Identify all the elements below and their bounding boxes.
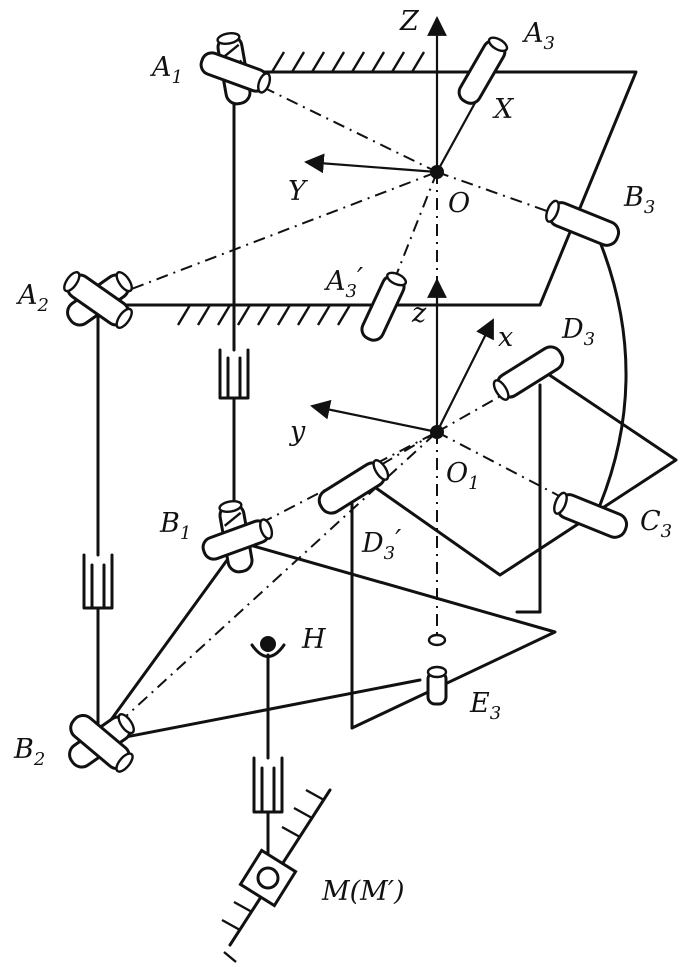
arc-B3-C3: [594, 230, 628, 507]
prismatic-A1-B1: [218, 348, 250, 400]
label-B3: B3: [623, 182, 655, 218]
label-O1: O1: [446, 458, 480, 494]
upper-frame: [106, 70, 638, 307]
label-M: M(M′): [321, 876, 405, 907]
joint-A1: [199, 32, 272, 106]
label-A2: A2: [15, 280, 49, 316]
joint-H: [250, 636, 286, 658]
label-y: y: [289, 416, 306, 447]
label-A1: A1: [149, 52, 183, 88]
joint-B2: [68, 712, 135, 773]
label-A3: A3: [521, 18, 555, 54]
origin-O1: [430, 425, 444, 439]
label-Y: Y: [288, 176, 308, 207]
joint-A2: [63, 270, 133, 330]
label-z: z: [411, 298, 427, 329]
label-x: x: [498, 322, 513, 353]
y-axis: [310, 399, 438, 434]
joint-A3: [457, 36, 509, 105]
label-D3-prime: D3′: [361, 525, 401, 564]
B1-B2-link: [98, 543, 240, 737]
label-E3: E3: [469, 688, 501, 724]
tri-to-B2-bottom: [98, 678, 422, 744]
label-A3-prime: A3′: [323, 263, 363, 302]
prismatic-A2-B2: [82, 553, 114, 610]
label-X: X: [492, 94, 515, 125]
ground-hatch-top: [270, 51, 426, 73]
A2-O-dash: [107, 171, 438, 299]
label-H: H: [301, 624, 326, 655]
moving-platform: [374, 370, 678, 577]
ground-hatch-middle: [176, 304, 352, 326]
prismatic-H: [252, 756, 284, 814]
origin-O: [430, 165, 444, 179]
joint-B1: [201, 500, 274, 574]
joint-C3: [553, 491, 629, 539]
joint-D3-prime: [317, 459, 390, 515]
A1-O-dash: [239, 75, 438, 173]
label-Z: Z: [399, 6, 420, 37]
joint-M: [238, 848, 298, 908]
label-D3: D3: [561, 314, 595, 350]
label-B1: B1: [159, 508, 191, 544]
Y-axis: [304, 153, 438, 174]
label-B2: B2: [13, 734, 45, 770]
x-axis: [436, 318, 494, 433]
joint-D3: [492, 345, 565, 401]
joint-A3-prime: [360, 271, 408, 342]
label-C3: C3: [640, 506, 672, 542]
lower-triangle: [248, 543, 557, 730]
label-O: O: [448, 188, 470, 219]
joint-E3: [426, 633, 448, 706]
joint-B3: [545, 199, 621, 247]
